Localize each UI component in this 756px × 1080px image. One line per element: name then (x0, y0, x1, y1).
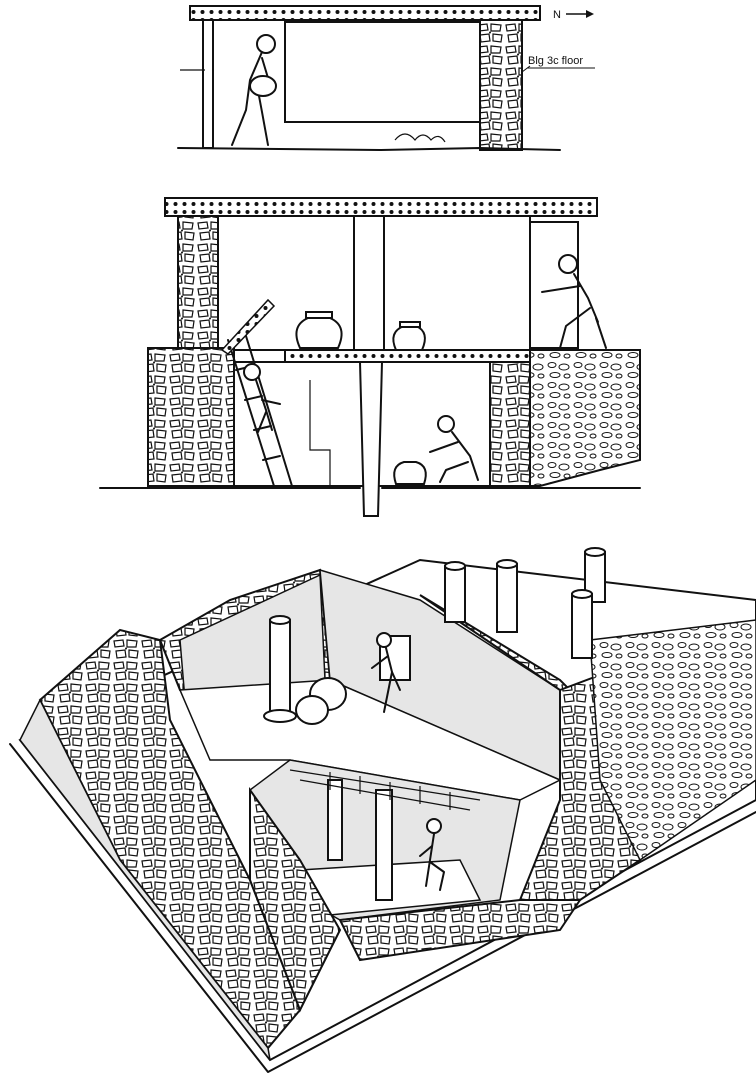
courtyard-paving (589, 619, 756, 862)
outer-wall-left-face (19, 698, 271, 1061)
storage-jars-upper (295, 311, 426, 351)
exterior-columns (444, 547, 606, 659)
front-wall-rubble-right (338, 899, 582, 962)
roof-top (189, 5, 541, 21)
lower-recess (309, 380, 331, 486)
doorway-right (529, 221, 579, 349)
north-arrow-icon (566, 10, 594, 18)
inner-column-lower-right (375, 789, 393, 901)
hatch-cover (220, 298, 276, 355)
figure-with-pot-lower (429, 415, 479, 483)
front-wall-rubble (249, 786, 342, 1013)
lower-roof-beams (289, 769, 481, 811)
pot-lower (393, 461, 427, 485)
section-top: N Blg 3c floor (177, 5, 595, 151)
figure-seated-upper (371, 632, 401, 713)
stone-wall-right (479, 19, 523, 151)
hearth (394, 133, 446, 143)
figure-seated-lower (419, 818, 445, 891)
upper-floor-beam (284, 349, 531, 363)
inner-column-upper-top (269, 615, 291, 625)
lower-wall-right (489, 361, 533, 487)
section-middle (99, 197, 641, 517)
upper-wall-left (177, 215, 219, 349)
rubble-mound-right (529, 349, 641, 487)
figure-at-doorway (541, 254, 607, 349)
floor-label: Blg 3c floor (528, 55, 583, 67)
ground-line (177, 147, 561, 151)
floor-label-leader (521, 65, 531, 73)
lower-wall-left (147, 347, 235, 487)
figure-climbing-ladder (243, 363, 281, 433)
roof-middle (164, 197, 598, 217)
ground-plane-edge (9, 743, 756, 1073)
center-post (353, 215, 385, 351)
storage-jars-3d (295, 677, 347, 725)
back-wall (284, 21, 481, 123)
inner-column-upper (269, 619, 291, 717)
figure-carrying-pot (231, 34, 277, 146)
inner-column-lower-left (327, 779, 343, 861)
north-label: N (553, 9, 561, 21)
post-left (202, 19, 214, 149)
central-pillar (358, 361, 384, 517)
ladder (227, 335, 293, 487)
inner-column-upper-base (263, 709, 297, 723)
cutaway-isometric-view (9, 547, 756, 1073)
